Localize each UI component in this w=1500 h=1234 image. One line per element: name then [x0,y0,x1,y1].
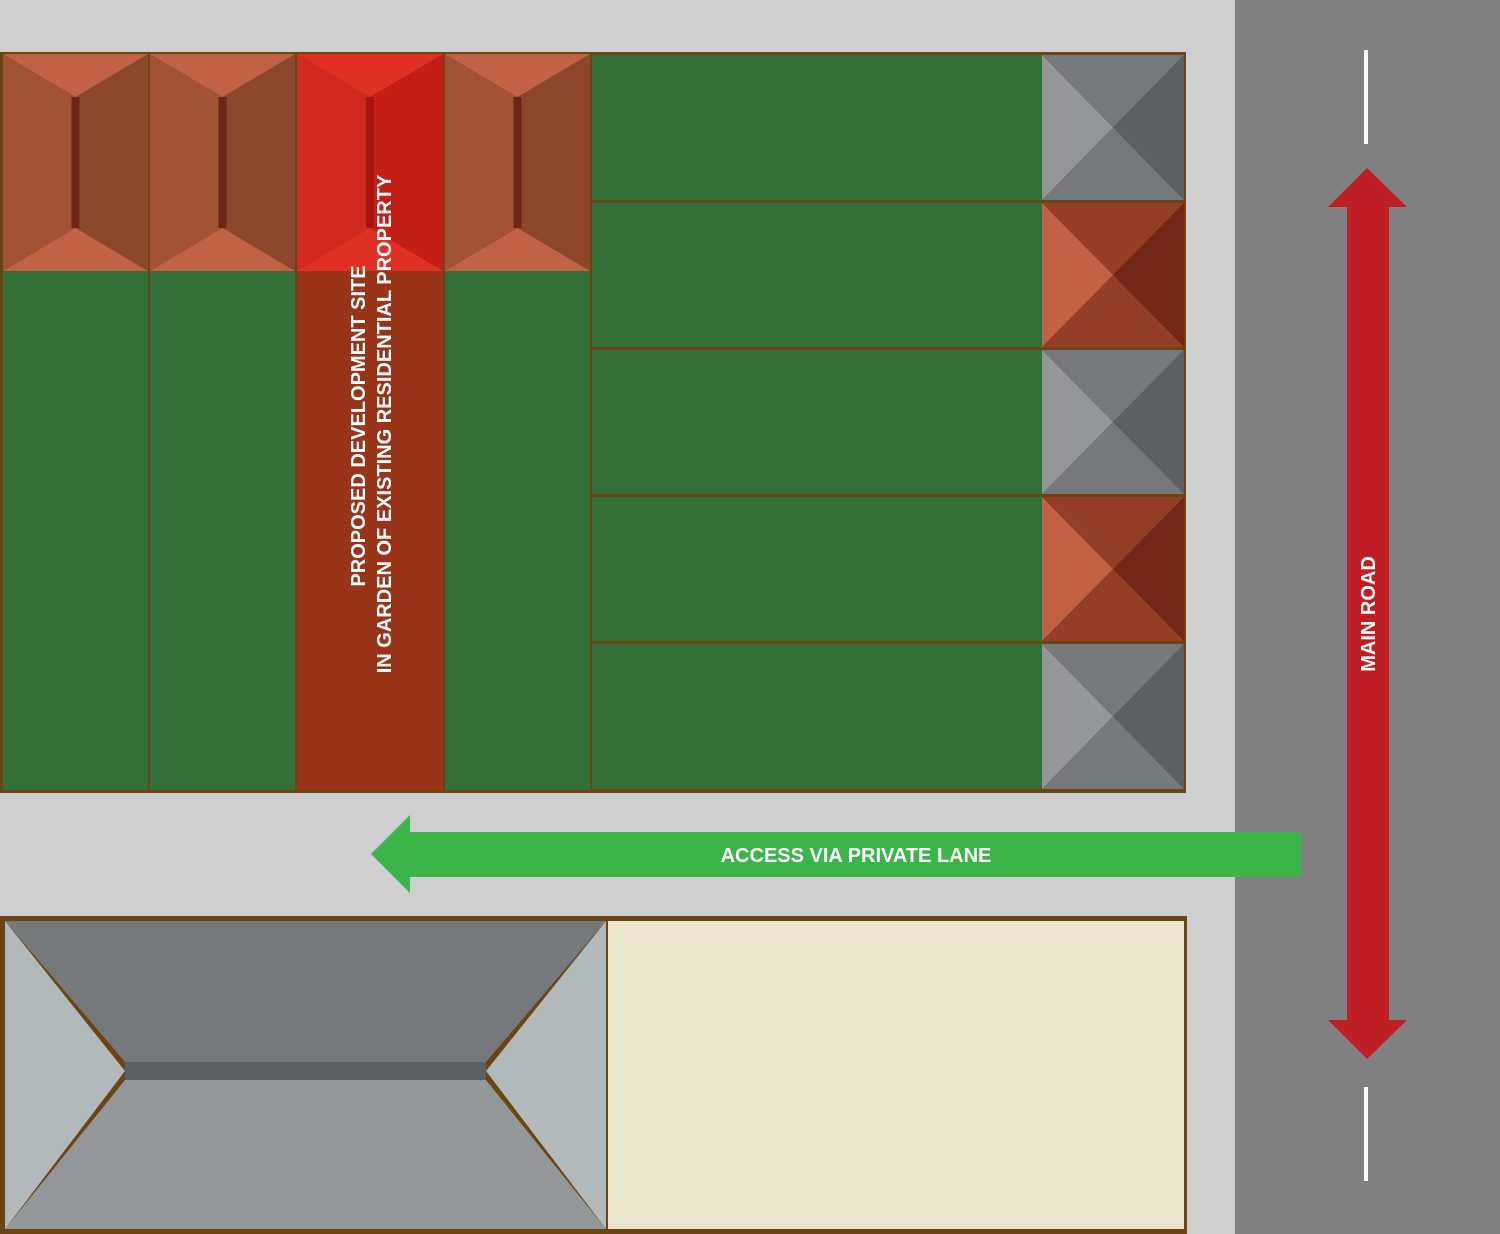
garden [445,271,590,790]
proposed-site-label-line1: PROPOSED DEVELOPMENT SITE [348,265,370,586]
terraced-house-plot [150,54,295,790]
garden [592,644,1042,789]
terraced-house-plot [445,54,590,790]
pyramid-roof [1042,644,1184,789]
proposed-site-garden [297,271,443,790]
terraced-house-plot [3,54,148,790]
bottom-house-roof [5,921,606,1229]
proposed-site-plot [297,54,443,790]
proposed-house-roof [297,54,443,271]
garden [150,271,295,790]
side-plot [592,644,1184,789]
garden [592,55,1042,200]
pyramid-roof [1042,55,1184,200]
garden [592,350,1042,494]
roof-ridge [513,97,522,228]
roof-ridge [71,97,80,228]
main-road-label: MAIN ROAD [1358,556,1380,672]
pyramid-roof [1042,203,1184,347]
access-arrow [371,815,1301,893]
bottom-yard [608,921,1184,1229]
house-roof [3,54,148,271]
proposed-site-label-line2: IN GARDEN OF EXISTING RESIDENTIAL PROPER… [374,174,396,673]
side-plot [592,350,1184,494]
side-plot [592,55,1184,200]
road-lane-marking [1364,50,1368,144]
pyramid-roof [1042,497,1184,641]
side-plot [592,203,1184,347]
access-label: ACCESS VIA PRIVATE LANE [721,845,992,867]
garden [592,203,1042,347]
roof-ridge [366,97,374,228]
side-plot [592,497,1184,641]
house-roof [150,54,295,271]
roof-ridge [218,97,227,228]
road-lane-marking [1364,1087,1368,1181]
garden [3,271,148,790]
garden [592,497,1042,641]
pyramid-roof [1042,350,1184,494]
house-roof [445,54,590,271]
main-road-arrow [1328,168,1407,1059]
